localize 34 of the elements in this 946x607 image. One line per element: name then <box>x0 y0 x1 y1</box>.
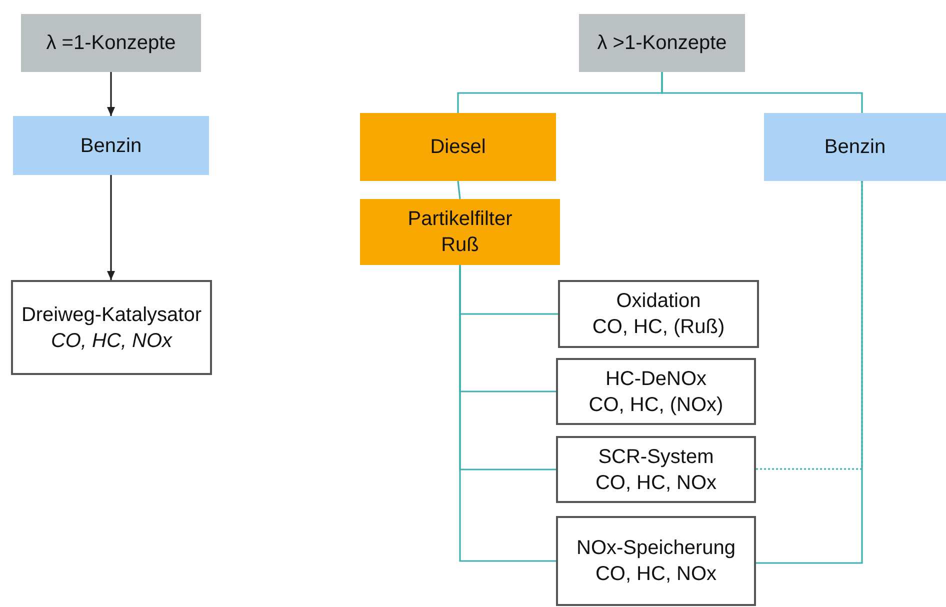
box-title: λ =1-Konzepte <box>46 31 176 56</box>
catalyst-box <box>556 358 756 425</box>
catalyst-box <box>558 280 759 348</box>
box-title: Benzin <box>824 135 886 160</box>
box-detail: CO, HC, NOx <box>50 328 172 354</box>
connector-line <box>459 265 556 562</box>
box-detail: CO, HC, (Ruß) <box>592 315 725 340</box>
box-title: NOx-Speicherung <box>576 536 736 561</box>
box-title: HC-DeNOx <box>605 366 707 392</box>
concept-box <box>21 14 201 72</box>
box-title: SCR-System <box>598 444 714 470</box>
box-title: Partikelfilter <box>408 207 512 232</box>
fuel-box <box>764 113 946 181</box>
box-detail: CO, HC, (NOx) <box>588 392 724 418</box>
connector-line <box>457 180 461 200</box>
box-detail: Ruß <box>441 233 479 258</box>
connector-line <box>661 72 863 113</box>
catalyst-box <box>11 280 212 375</box>
box-title: Diesel <box>430 135 486 160</box>
box-title: Benzin <box>80 134 142 158</box>
box-detail: CO, HC, NOx <box>595 470 717 496</box>
diesel-box <box>360 113 556 181</box>
concept-box <box>579 14 745 72</box>
box-title: λ >1-Konzepte <box>597 31 727 56</box>
box-title: Oxidation <box>616 289 701 314</box>
box-title: Dreiweg-Katalysator <box>21 302 202 328</box>
catalyst-box <box>556 436 756 503</box>
fuel-box <box>13 116 209 175</box>
connector-line <box>756 181 863 564</box>
arrow <box>107 175 115 280</box>
catalyst-box <box>556 516 756 606</box>
diesel-box <box>360 199 560 265</box>
box-detail: CO, HC, NOx <box>595 562 717 587</box>
arrow <box>107 72 115 116</box>
